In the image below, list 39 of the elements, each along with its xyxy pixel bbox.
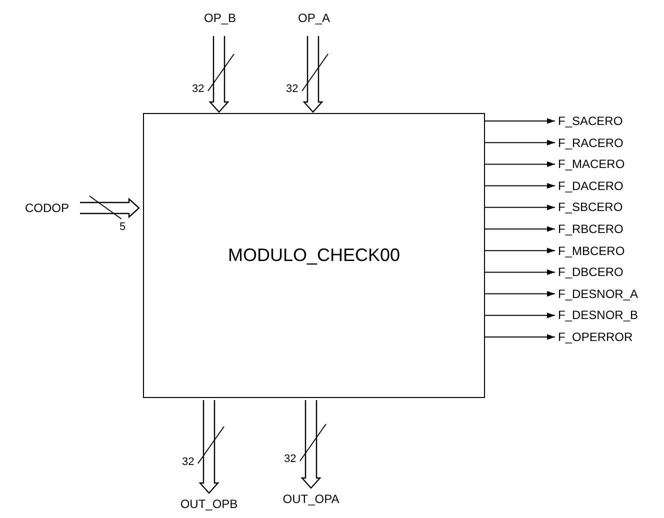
signal-name: OP_A [298,11,330,25]
signal-name: OP_B [204,11,236,25]
signal-name: F_MACERO [558,157,625,172]
bus-arrow [208,35,230,113]
signal-name: F_MBCERO [558,244,625,258]
arrow [484,291,556,297]
bus-arrow [198,399,220,494]
signal-name: F_DESNOR_A [558,286,638,301]
arrow [484,204,556,210]
arrow [484,269,556,275]
arrow [484,118,556,124]
signal-name: OUT_OPB [180,497,238,511]
bus-arrow [302,35,324,113]
signal-name: F_RBCERO [558,222,624,236]
edge-label: 32 [182,456,194,468]
arrow [484,226,556,232]
bus-arrow [79,198,140,218]
signal-name: F_DBCERO [558,265,624,280]
edge-label: 5 [120,221,126,233]
bus-arrow [300,399,322,489]
arrow [484,183,556,189]
arrow [484,140,556,146]
signal-name: OUT_OPA [282,492,340,506]
signal-name: F_SACERO [558,114,623,128]
signal-name: F_DESNOR_B [558,308,638,322]
arrow [484,312,556,318]
signal-name: F_OPERROR [558,330,633,344]
arrow [484,248,556,254]
module-block [143,113,485,398]
signal-name: F_SBCERO [558,200,623,214]
arrow [484,161,556,167]
edge-label: 32 [192,83,204,95]
signal-name: CODOP [24,201,69,215]
edge-label: 32 [286,83,298,95]
signal-name: F_DACERO [558,178,624,193]
arrow [484,334,556,340]
edge-label: 32 [284,453,296,465]
module-name: MODULO_CHECK00 [228,245,400,266]
signal-name: F_RACERO [558,136,624,150]
